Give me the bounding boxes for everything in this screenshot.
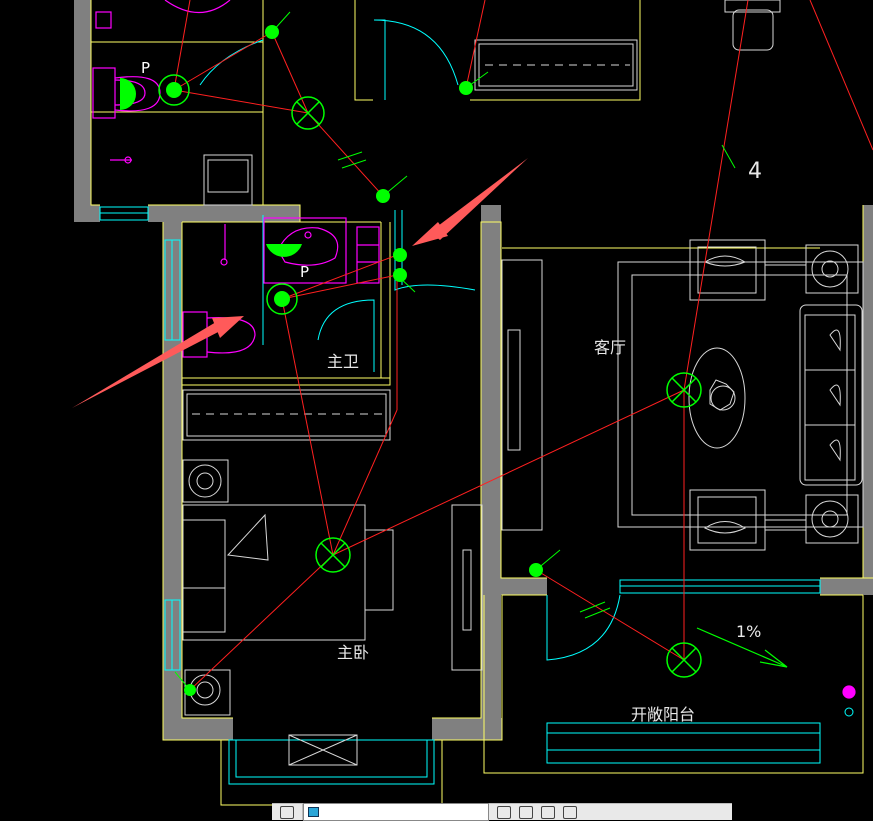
room-label-master-bath: 主卫 xyxy=(327,352,359,371)
layers-icon[interactable] xyxy=(563,805,577,819)
room-label-open-balcony: 开敞阳台 xyxy=(631,705,695,724)
downlight-icon xyxy=(158,74,190,106)
downlight-icon xyxy=(266,283,298,315)
status-bar xyxy=(272,803,732,821)
switch-icon xyxy=(184,25,543,696)
outlet-icon xyxy=(844,707,854,717)
status-left[interactable] xyxy=(272,804,303,820)
annotation-arrow-icon xyxy=(412,158,528,246)
wiring xyxy=(173,0,873,691)
pencil-icon[interactable] xyxy=(497,805,511,819)
switch-ticks xyxy=(174,11,736,691)
lights xyxy=(158,25,854,717)
slope-label: 1% xyxy=(736,622,761,641)
layer-selector[interactable] xyxy=(303,803,489,821)
walls xyxy=(74,0,873,740)
room-label-living-room: 客厅 xyxy=(594,338,626,357)
ceiling-light-icon xyxy=(291,96,325,130)
wall-outlines xyxy=(90,0,873,806)
layer-color-icon xyxy=(308,807,319,817)
circuit-number-label: 4 xyxy=(748,159,762,184)
pin-icon[interactable] xyxy=(519,805,533,819)
furniture xyxy=(182,0,864,766)
copy-icon[interactable] xyxy=(541,805,555,819)
tool-icon[interactable] xyxy=(280,805,294,819)
ceiling-light-icon xyxy=(666,642,702,678)
room-label-master-bedroom: 主卧 xyxy=(337,643,369,662)
ceiling-light-icon xyxy=(666,372,702,408)
pump-label-bath: P xyxy=(300,263,309,281)
annotation-arrow-icon xyxy=(72,316,244,408)
pump-label-top: P xyxy=(141,59,150,77)
fixture-fills xyxy=(120,78,302,257)
status-tools xyxy=(489,804,585,820)
slope-arrow xyxy=(696,627,788,668)
ceiling-light-icon xyxy=(315,537,351,573)
